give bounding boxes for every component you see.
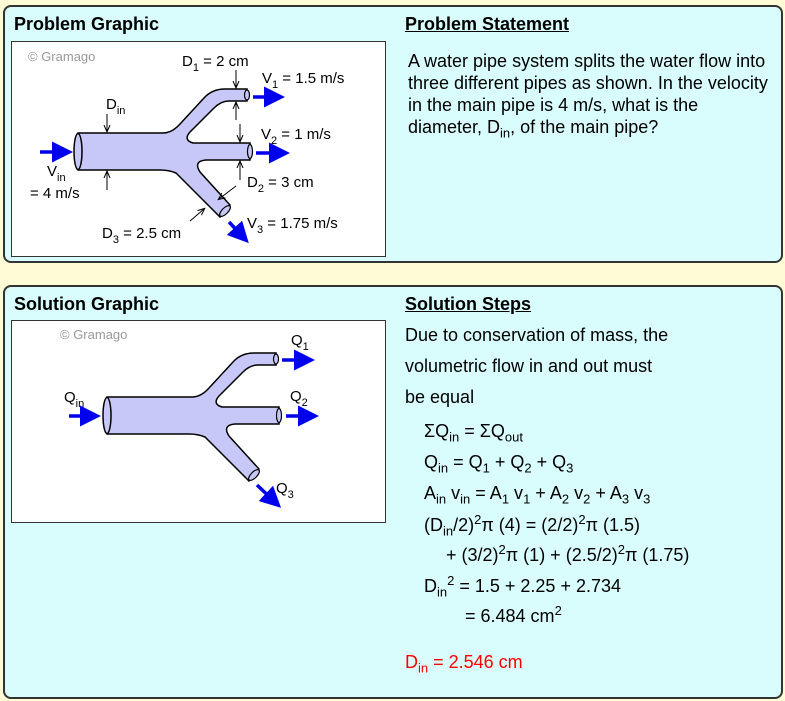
- equation-4: (Din/2)2π (4) = (2/2)2π (1.5): [424, 512, 640, 539]
- d1-label: D1 = 2 cm: [182, 53, 249, 74]
- vin-value: = 4 m/s: [30, 185, 80, 202]
- problem-pipe: [73, 88, 254, 219]
- solution-watermark: © Gramago: [60, 327, 127, 342]
- equation-2: Qin = Q1 + Q2 + Q3: [424, 452, 574, 476]
- qin-label: Qin: [64, 389, 84, 410]
- dimension-arrows: [107, 70, 240, 222]
- v2-label: V2 = 1 m/s: [261, 126, 331, 147]
- final-answer: Din = 2.546 cm: [405, 652, 523, 676]
- q3-label: Q3: [276, 480, 294, 501]
- din-label: Din: [106, 96, 125, 117]
- d3-label: D3 = 2.5 cm: [102, 225, 181, 246]
- intro-line-2: volumetric flow in and out must: [405, 356, 653, 376]
- equation-6: Din2 = 1.5 + 2.25 + 2.734: [424, 573, 621, 600]
- equation-3: Ain vin = A1 v1 + A2 v2 + A3 v3: [424, 483, 651, 507]
- intro-line-3: be equal: [405, 387, 475, 407]
- solution-pipe: [102, 352, 283, 483]
- v3-label: V3 = 1.75 m/s: [247, 215, 338, 236]
- q2-label: Q2: [290, 388, 308, 409]
- solution-steps-title: Solution Steps: [405, 294, 531, 314]
- flow-arrows: [40, 86, 319, 508]
- solution-graphic-title: Solution Graphic: [14, 294, 160, 314]
- equation-7: = 6.484 cm2: [465, 603, 562, 626]
- equation-1: ΣQin = ΣQout: [424, 421, 523, 445]
- problem-graphic-title: Problem Graphic: [14, 14, 160, 34]
- problem-statement-title: Problem Statement: [405, 14, 570, 34]
- problem-statement: A water pipe system splits the water flo…: [408, 51, 768, 141]
- v1-label: V1 = 1.5 m/s: [262, 70, 344, 91]
- equation-5: + (3/2)2π (1) + (2.5/2)2π (1.75): [446, 542, 690, 565]
- d2-label: D2 = 3 cm: [247, 174, 314, 195]
- intro-line-1: Due to conservation of mass, the: [405, 325, 669, 345]
- q1-label: Q1: [291, 332, 309, 353]
- problem-watermark: © Gramago: [28, 49, 95, 64]
- vin-label: Vin: [47, 163, 66, 184]
